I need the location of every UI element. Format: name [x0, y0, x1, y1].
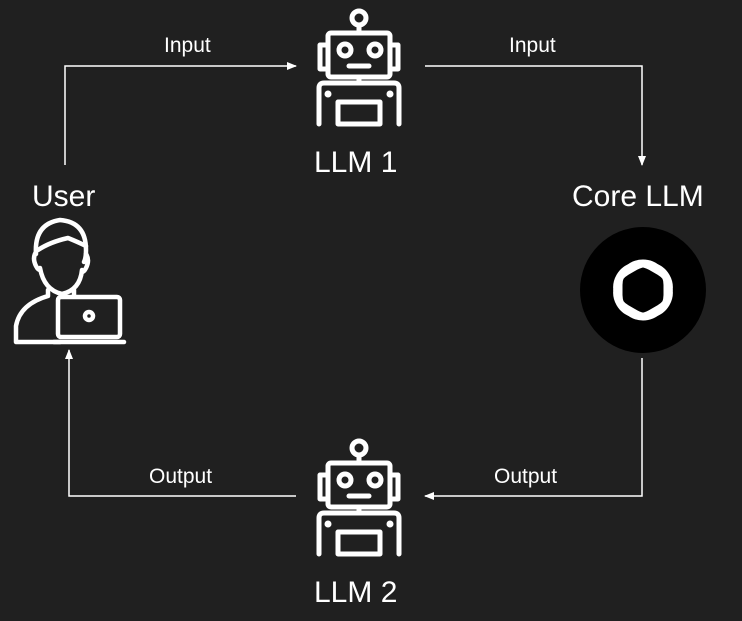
edge-label-llm1-to-core: Input	[509, 34, 556, 57]
edge-label-llm2-to-user: Output	[149, 465, 213, 488]
node-label-core-llm: Core LLM	[572, 180, 704, 213]
node-label-llm1: LLM 1	[314, 146, 398, 179]
edge-llm1-to-core	[425, 65, 646, 166]
edge-label-user-to-llm1: Input	[164, 34, 211, 57]
node-label-user: User	[32, 180, 96, 213]
edge-user-to-llm1	[64, 62, 297, 165]
edge-label-core-to-llm2: Output	[494, 465, 558, 488]
edge-core-to-llm2	[424, 358, 643, 500]
node-label-llm2: LLM 2	[314, 576, 398, 609]
edge-llm2-to-user	[65, 349, 296, 497]
